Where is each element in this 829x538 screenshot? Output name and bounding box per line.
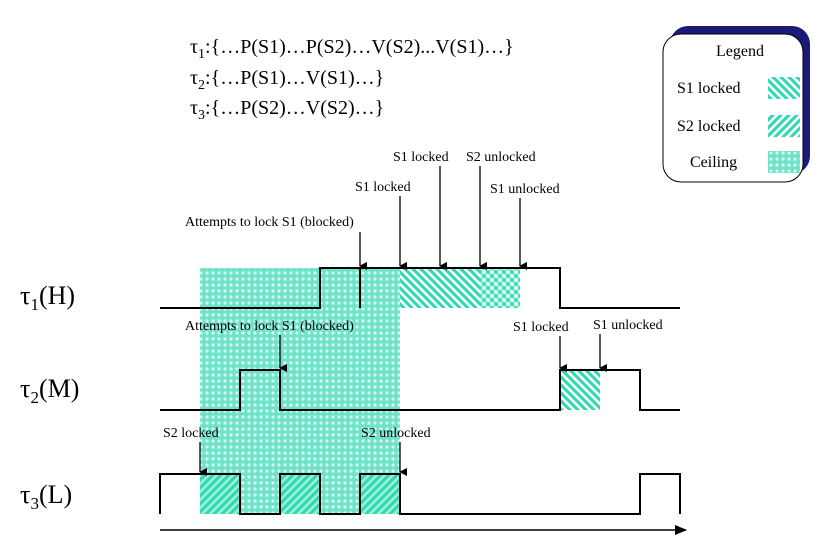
t2-signal-line	[160, 369, 680, 411]
task3-label: τ3(L)	[20, 480, 72, 513]
t1-s1-locked-label: S1 locked	[355, 180, 411, 195]
legend-label-ceiling: Ceiling	[690, 154, 737, 171]
t3-signal-line	[159, 473, 681, 515]
legend: Legend S1 locked S2 locked Ceiling	[662, 26, 810, 183]
t1-s1-unlocked-label: S1 unlocked	[490, 182, 560, 197]
legend-label-s1: S1 locked	[677, 80, 741, 97]
t3-s2-unlocked-label: S2 unlocked	[361, 426, 431, 441]
task3-definition: τ3:{…P(S2)…V(S2)…}	[190, 97, 384, 123]
t1-signal-line	[160, 267, 680, 309]
legend-swatch-s1	[768, 77, 800, 99]
task2-label: τ2(M)	[20, 374, 79, 407]
t1-s2-unlocked-label: S2 unlocked	[466, 150, 536, 165]
legend-swatch-s2	[768, 115, 800, 137]
t3-s2-locked-region-3	[360, 474, 400, 514]
legend-label-s2: S2 locked	[677, 118, 741, 135]
t2-s1-locked-region	[560, 370, 600, 410]
t2-s1-locked-label: S1 locked	[513, 320, 569, 335]
t3-s2-locked-label: S2 locked	[163, 426, 219, 441]
task1-definition: τ1:{…P(S1)…P(S2)…V(S2)...V(S1)…}	[190, 36, 514, 62]
t3-s2-locked-region-2	[280, 474, 320, 514]
task2-definition: τ2:{…P(S1)…V(S1)…}	[190, 67, 384, 93]
task1-label: τ1(H)	[20, 281, 75, 314]
t1-s1-overlap-region	[480, 268, 520, 308]
legend-swatch-ceiling	[768, 151, 800, 173]
legend-box	[662, 33, 804, 183]
legend-title: Legend	[716, 43, 764, 60]
t1-attempt-label: Attempts to lock S1 (blocked)	[185, 215, 354, 230]
t3-s2-locked-region-1	[200, 474, 240, 514]
t1-s1-locked-region	[400, 268, 480, 308]
t2-s1-unlocked-label: S1 unlocked	[593, 318, 663, 333]
t2-attempt-label: Attempts to lock S1 (blocked)	[185, 319, 354, 334]
t1-s1-locked-top-label: S1 locked	[393, 150, 449, 165]
